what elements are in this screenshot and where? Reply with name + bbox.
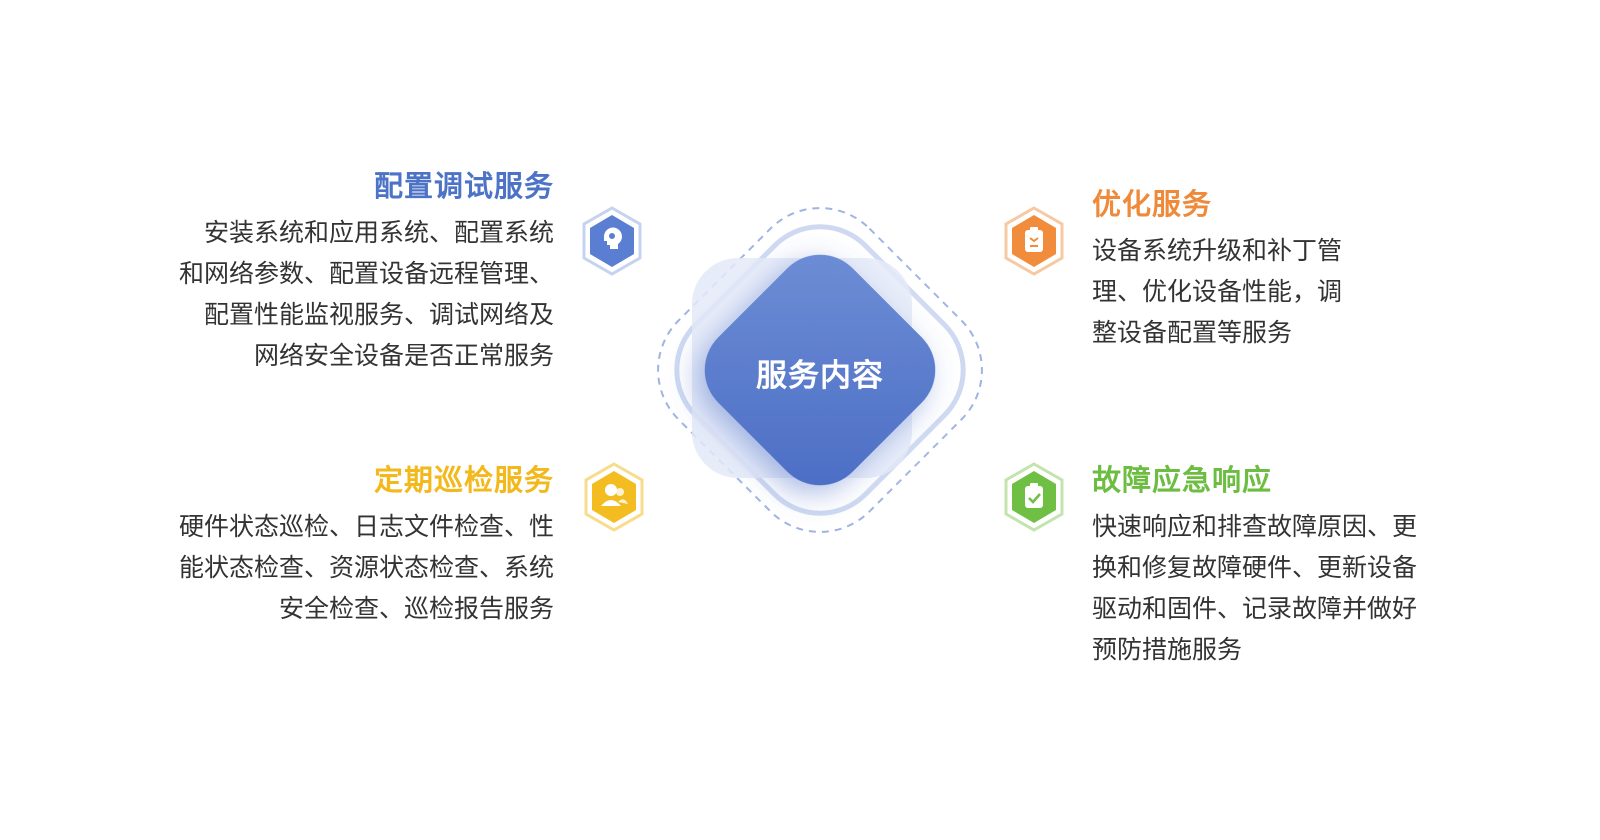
center-diagram: 服务内容 <box>600 160 1040 580</box>
section-optimize-line: 设备系统升级和补丁管 <box>1092 236 1343 265</box>
section-inspect-title: 定期巡检服务 <box>373 463 554 497</box>
section-fault-line: 驱动和固件、记录故障并做好 <box>1092 594 1418 623</box>
section-optimize: 优化服务 设备系统升级和补丁管 理、优化设备性能，调 整设备配置等服务 <box>1092 186 1532 353</box>
section-config-line: 安装系统和应用系统、配置系统 <box>203 218 554 247</box>
section-inspect-line: 能状态检查、资源状态检查、系统 <box>178 553 554 582</box>
section-fault: 故障应急响应 快速响应和排查故障原因、更 换和修复故障硬件、更新设备 驱动和固件… <box>1092 462 1532 670</box>
section-fault-line: 快速响应和排查故障原因、更 <box>1092 512 1418 541</box>
section-config-line: 配置性能监视服务、调试网络及 <box>203 300 554 329</box>
section-optimize-title: 优化服务 <box>1092 187 1213 221</box>
section-inspect-body: 硬件状态巡检、日志文件检查、性 能状态检查、资源状态检查、系统 安全检查、巡检报… <box>114 506 554 629</box>
section-fault-title: 故障应急响应 <box>1092 463 1273 497</box>
clipboard-icon <box>1002 206 1066 276</box>
section-fault-line: 换和修复故障硬件、更新设备 <box>1092 553 1418 582</box>
users-icon <box>582 462 646 532</box>
section-fault-body: 快速响应和排查故障原因、更 换和修复故障硬件、更新设备 驱动和固件、记录故障并做… <box>1092 506 1532 670</box>
section-inspect: 定期巡检服务 硬件状态巡检、日志文件检查、性 能状态检查、资源状态检查、系统 安… <box>114 462 554 629</box>
section-config: 配置调试服务 安装系统和应用系统、配置系统 和网络参数、配置设备远程管理、 配置… <box>114 168 554 376</box>
section-optimize-line: 整设备配置等服务 <box>1092 318 1293 347</box>
section-config-body: 安装系统和应用系统、配置系统 和网络参数、配置设备远程管理、 配置性能监视服务、… <box>114 212 554 376</box>
center-diamond-graphic <box>657 207 983 533</box>
section-inspect-line: 硬件状态巡检、日志文件检查、性 <box>178 512 554 541</box>
main-diamond <box>704 254 936 486</box>
section-config-line: 和网络参数、配置设备远程管理、 <box>178 259 554 288</box>
section-config-line: 网络安全设备是否正常服务 <box>253 341 554 370</box>
section-inspect-line: 安全检查、巡检报告服务 <box>278 594 554 623</box>
lightbulb-head-icon <box>580 206 644 276</box>
section-config-title: 配置调试服务 <box>373 169 554 203</box>
center-label: 服务内容 <box>756 358 884 394</box>
section-optimize-line: 理、优化设备性能，调 <box>1092 277 1343 306</box>
section-fault-line: 预防措施服务 <box>1092 635 1243 664</box>
section-optimize-body: 设备系统升级和补丁管 理、优化设备性能，调 整设备配置等服务 <box>1092 230 1532 353</box>
checklist-icon <box>1002 462 1066 532</box>
